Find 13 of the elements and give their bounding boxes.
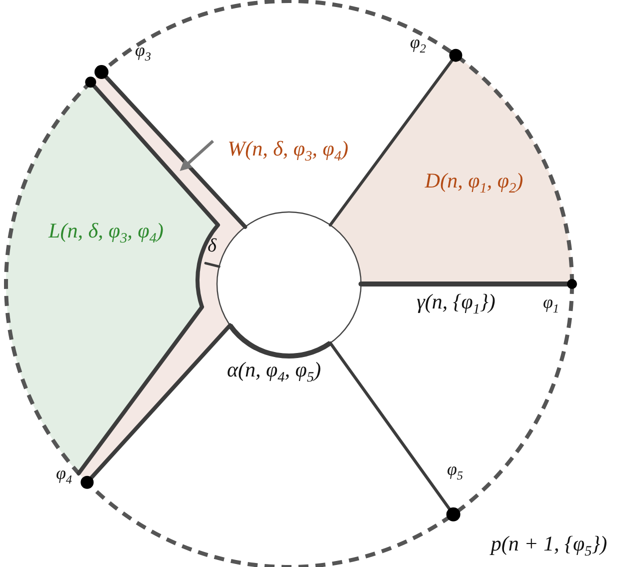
- math-label: p(n + 1, {φ$_{5}$}): [490, 533, 608, 559]
- angle-label: φ$_{3}$: [134, 41, 152, 63]
- region-label: L(n, δ, φ$_{3}$, φ$_{4}$): [48, 220, 164, 246]
- angle-label: φ$_{4}$: [56, 464, 72, 486]
- angle-label: φ$_{1}$: [542, 293, 560, 315]
- region-label: D(n, φ$_{1}$, φ$_{2}$): [424, 170, 524, 196]
- angle-label: φ$_{5}$: [446, 460, 464, 482]
- math-label: α(n, φ$_{4}$, φ$_{5}$): [226, 359, 322, 385]
- math-label: γ(n, {φ$_{1}$}): [416, 291, 496, 317]
- angle-label: δ: [208, 236, 216, 256]
- leader-arrow: [180, 140, 214, 171]
- angle-label: φ$_{2}$: [410, 33, 426, 55]
- region-label: W(n, δ, φ$_{3}$, φ$_{4}$): [228, 138, 348, 164]
